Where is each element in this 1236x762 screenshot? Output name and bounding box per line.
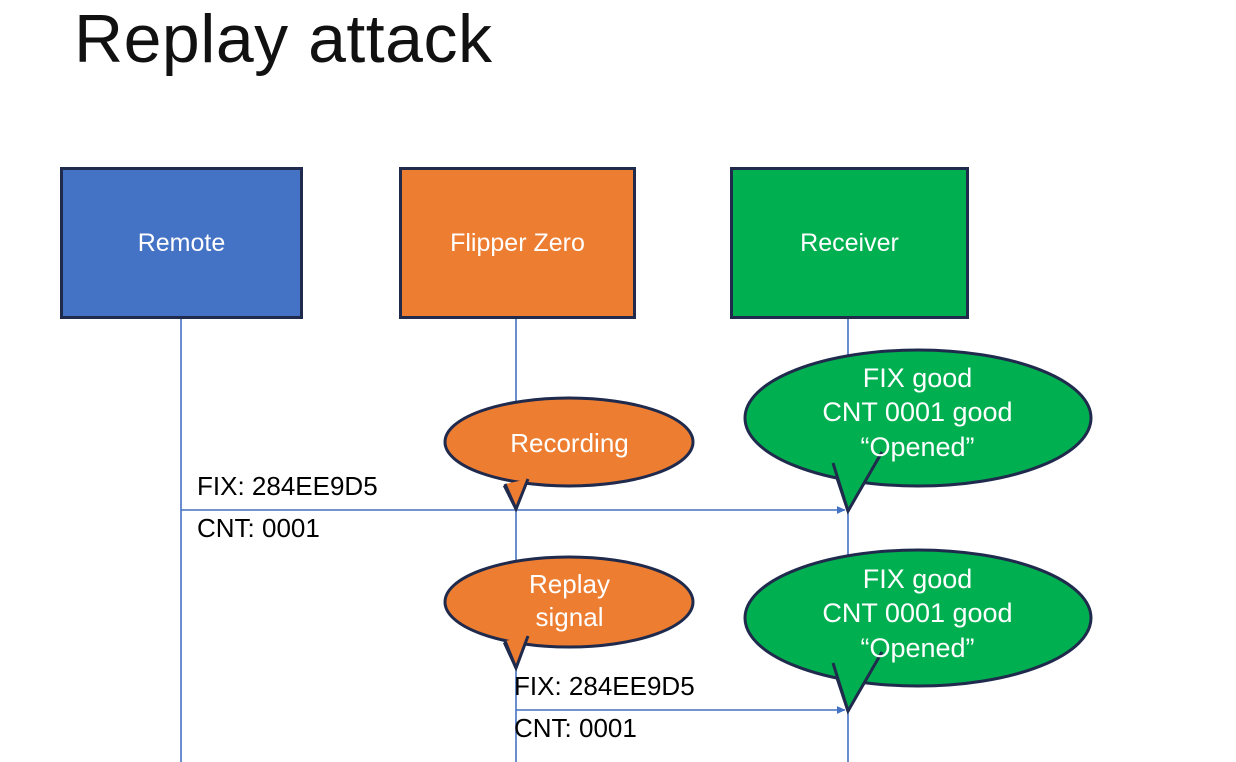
actor-box-receiver[interactable]: Receiver bbox=[730, 167, 969, 319]
actor-box-remote[interactable]: Remote bbox=[60, 167, 303, 319]
callout-replay-signal bbox=[443, 555, 695, 672]
message-1-fix-label: FIX: 284EE9D5 bbox=[197, 471, 378, 501]
actor-label-flipper-zero: Flipper Zero bbox=[450, 228, 585, 257]
actor-box-flipper-zero[interactable]: Flipper Zero bbox=[399, 167, 636, 319]
message-2-cnt-label: CNT: 0001 bbox=[514, 713, 637, 743]
callout-receiver-response-1 bbox=[743, 348, 1093, 515]
message-1-cnt-label: CNT: 0001 bbox=[197, 513, 320, 543]
actor-label-receiver: Receiver bbox=[800, 228, 899, 257]
callout-receiver-response-2 bbox=[743, 548, 1093, 715]
page-title: Replay attack bbox=[74, 1, 493, 77]
actor-label-remote: Remote bbox=[137, 228, 226, 257]
message-2-fix-label: FIX: 284EE9D5 bbox=[514, 671, 695, 701]
callout-recording bbox=[443, 396, 695, 513]
